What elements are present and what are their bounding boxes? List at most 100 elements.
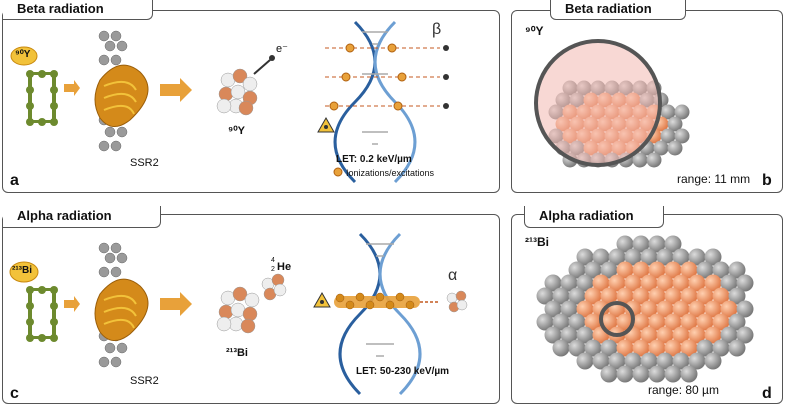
range-label-b: range: 11 mm <box>677 172 751 186</box>
dna-helix <box>333 20 417 184</box>
normal-cell <box>584 339 602 357</box>
tumor-cell <box>648 339 666 357</box>
normal-cell <box>664 235 682 253</box>
normal-cell <box>680 365 698 383</box>
chelator-label-c: ²¹³Bi <box>12 265 32 276</box>
tumor-cell <box>672 274 690 292</box>
normal-cell <box>660 104 676 120</box>
nucleus-label: ⁹⁰Y <box>228 125 246 137</box>
alpha-particle-end <box>446 290 468 313</box>
panel-c-title: Alpha radiation <box>3 206 161 228</box>
tumor-cell <box>592 274 610 292</box>
tumor-cell <box>616 261 634 279</box>
beta-symbol: β <box>432 21 441 38</box>
panel-a-letter: a <box>10 172 19 189</box>
big-arrow-c <box>160 292 192 316</box>
normal-cell <box>592 248 610 266</box>
normal-cell <box>674 104 690 120</box>
beta-tracks <box>325 47 440 107</box>
normal-cell <box>608 248 626 266</box>
tumor-cell <box>624 274 642 292</box>
normal-cell <box>720 326 738 344</box>
tumor-cell <box>648 261 666 279</box>
tumor-cell <box>664 261 682 279</box>
normal-cell <box>576 326 594 344</box>
panel-a-title: Beta radiation <box>3 0 153 20</box>
normal-cell <box>696 261 714 279</box>
tumor-cell <box>648 287 666 305</box>
normal-cell <box>712 339 730 357</box>
tumor-cell <box>584 313 602 331</box>
nuclide-label-d: ²¹³Bi <box>525 235 549 249</box>
normal-cell <box>576 248 594 266</box>
normal-cell <box>640 352 658 370</box>
peptide-chain <box>26 70 58 126</box>
normal-cell <box>600 261 618 279</box>
beta-range-circle <box>534 39 662 167</box>
tumor-cell <box>664 313 682 331</box>
tumor-cell <box>704 326 722 344</box>
normal-cell <box>544 326 562 344</box>
normal-cell <box>648 235 666 253</box>
normal-cell <box>728 339 746 357</box>
normal-cell <box>674 128 690 144</box>
normal-cell <box>728 287 746 305</box>
tumor-cell <box>600 287 618 305</box>
tumor-cell <box>680 313 698 331</box>
normal-cell <box>736 326 754 344</box>
panel-d-title: Alpha radiation <box>524 206 664 228</box>
tumor-cell <box>696 313 714 331</box>
tumor-cell <box>632 287 650 305</box>
tumor-cell <box>688 300 706 318</box>
tumor-cell <box>656 300 674 318</box>
cell-cluster-d <box>536 235 754 383</box>
normal-cell <box>624 248 642 266</box>
dna-helix-c <box>338 232 422 396</box>
normal-cell <box>688 248 706 266</box>
receptor-label-c: SSR2 <box>130 375 159 387</box>
normal-cell <box>720 274 738 292</box>
normal-cell <box>653 140 669 156</box>
normal-cell <box>536 287 554 305</box>
normal-cell <box>646 152 662 168</box>
normal-cell <box>616 235 634 253</box>
normal-cell <box>544 274 562 292</box>
tumor-cell <box>688 326 706 344</box>
tumor-cell <box>672 326 690 344</box>
normal-cell <box>552 339 570 357</box>
tumor-cell <box>680 287 698 305</box>
tumor-cell <box>616 287 634 305</box>
range-label-d: range: 80 µm <box>648 383 719 397</box>
normal-cell <box>632 235 650 253</box>
panel-a-graphics: SSR2 e⁻ ⁹⁰Y β LET: 0.2 keV/µm Ionization… <box>10 20 449 184</box>
normal-cell <box>608 352 626 370</box>
normal-cell <box>616 365 634 383</box>
tumor-cell <box>584 287 602 305</box>
normal-cell <box>560 274 578 292</box>
chelator-bubble-c <box>9 261 39 283</box>
normal-cell <box>704 248 722 266</box>
normal-cell <box>660 128 676 144</box>
tumor-cell <box>656 274 674 292</box>
normal-cell <box>576 274 594 292</box>
let-label: LET: 0.2 keV/µm <box>336 154 412 165</box>
tumor-cell <box>624 300 642 318</box>
alpha-particle-c <box>261 273 287 301</box>
tumor-cell <box>664 339 682 357</box>
normal-cell <box>667 140 683 156</box>
tumor-cell <box>648 313 666 331</box>
tumor-cell <box>632 261 650 279</box>
legend-dot <box>333 167 343 177</box>
normal-cell <box>728 261 746 279</box>
nuclide-label-b: ⁹⁰Y <box>525 24 544 38</box>
hazard-icon <box>317 116 335 133</box>
normal-cell <box>704 352 722 370</box>
tumor-cell <box>704 300 722 318</box>
tumor-cell <box>720 300 738 318</box>
tumor-cell <box>640 326 658 344</box>
normal-cell <box>648 365 666 383</box>
hazard-icon-c <box>313 291 331 308</box>
normal-cell <box>728 313 746 331</box>
normal-cell <box>592 352 610 370</box>
